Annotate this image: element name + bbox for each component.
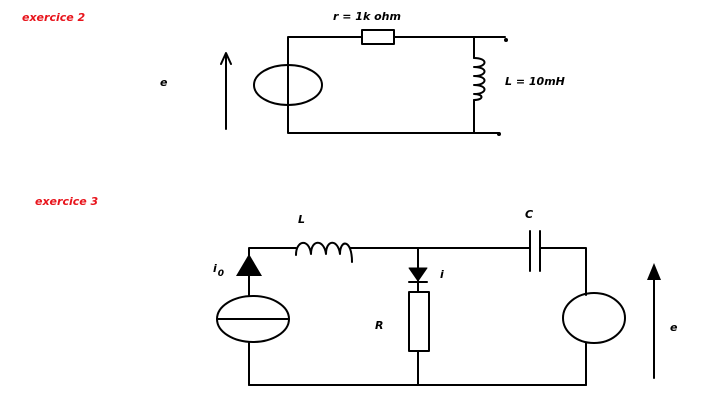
ex2-wire-left — [287, 36, 363, 101]
ex3-inductor-label: L — [298, 213, 306, 226]
ex3-branch-current-arrowhead — [408, 267, 428, 282]
ex3-capacitor-label: C — [525, 208, 534, 221]
ex2-terminal-bottom — [497, 132, 501, 136]
ex2-voltage-source — [253, 64, 323, 106]
ex3-branch-current-label: i — [440, 268, 444, 281]
ex2-inductor — [473, 57, 486, 101]
ex2-resistor — [361, 29, 395, 45]
ex3-voltage-arrowhead — [647, 263, 661, 280]
ex3-circuit — [216, 230, 655, 386]
ex3-wire-right-top — [539, 247, 587, 296]
ex3-inductor — [295, 241, 353, 263]
ex2-resistor-label: r = 1k ohm — [333, 10, 401, 23]
ex3-source-label: e — [670, 321, 678, 334]
ex3-current-source-symbol: i — [213, 262, 217, 275]
ex2-inductor-label: L = 10mH — [505, 75, 565, 88]
ex3-resistor — [408, 291, 430, 352]
ex2-wire-bottom — [287, 99, 500, 134]
ex3-resistor-label: R — [375, 319, 384, 332]
ex2-terminal-top — [504, 38, 508, 42]
ex3-current-source-subscript: 0 — [217, 269, 225, 279]
ex3-capacitor — [529, 230, 541, 272]
ex2-voltage-arrow — [220, 52, 232, 130]
ex2-source-label: e — [160, 76, 168, 89]
ex3-voltage-source — [562, 292, 626, 344]
ex3-current-source-label: i0 — [213, 262, 224, 279]
ex3-wire-left-top — [248, 247, 297, 267]
ex3-title: exercice 3 — [35, 195, 99, 208]
ex3-current-source-arrowhead — [236, 254, 262, 276]
ex2-circuit — [220, 29, 506, 134]
ex2-title: exercice 2 — [22, 11, 86, 24]
